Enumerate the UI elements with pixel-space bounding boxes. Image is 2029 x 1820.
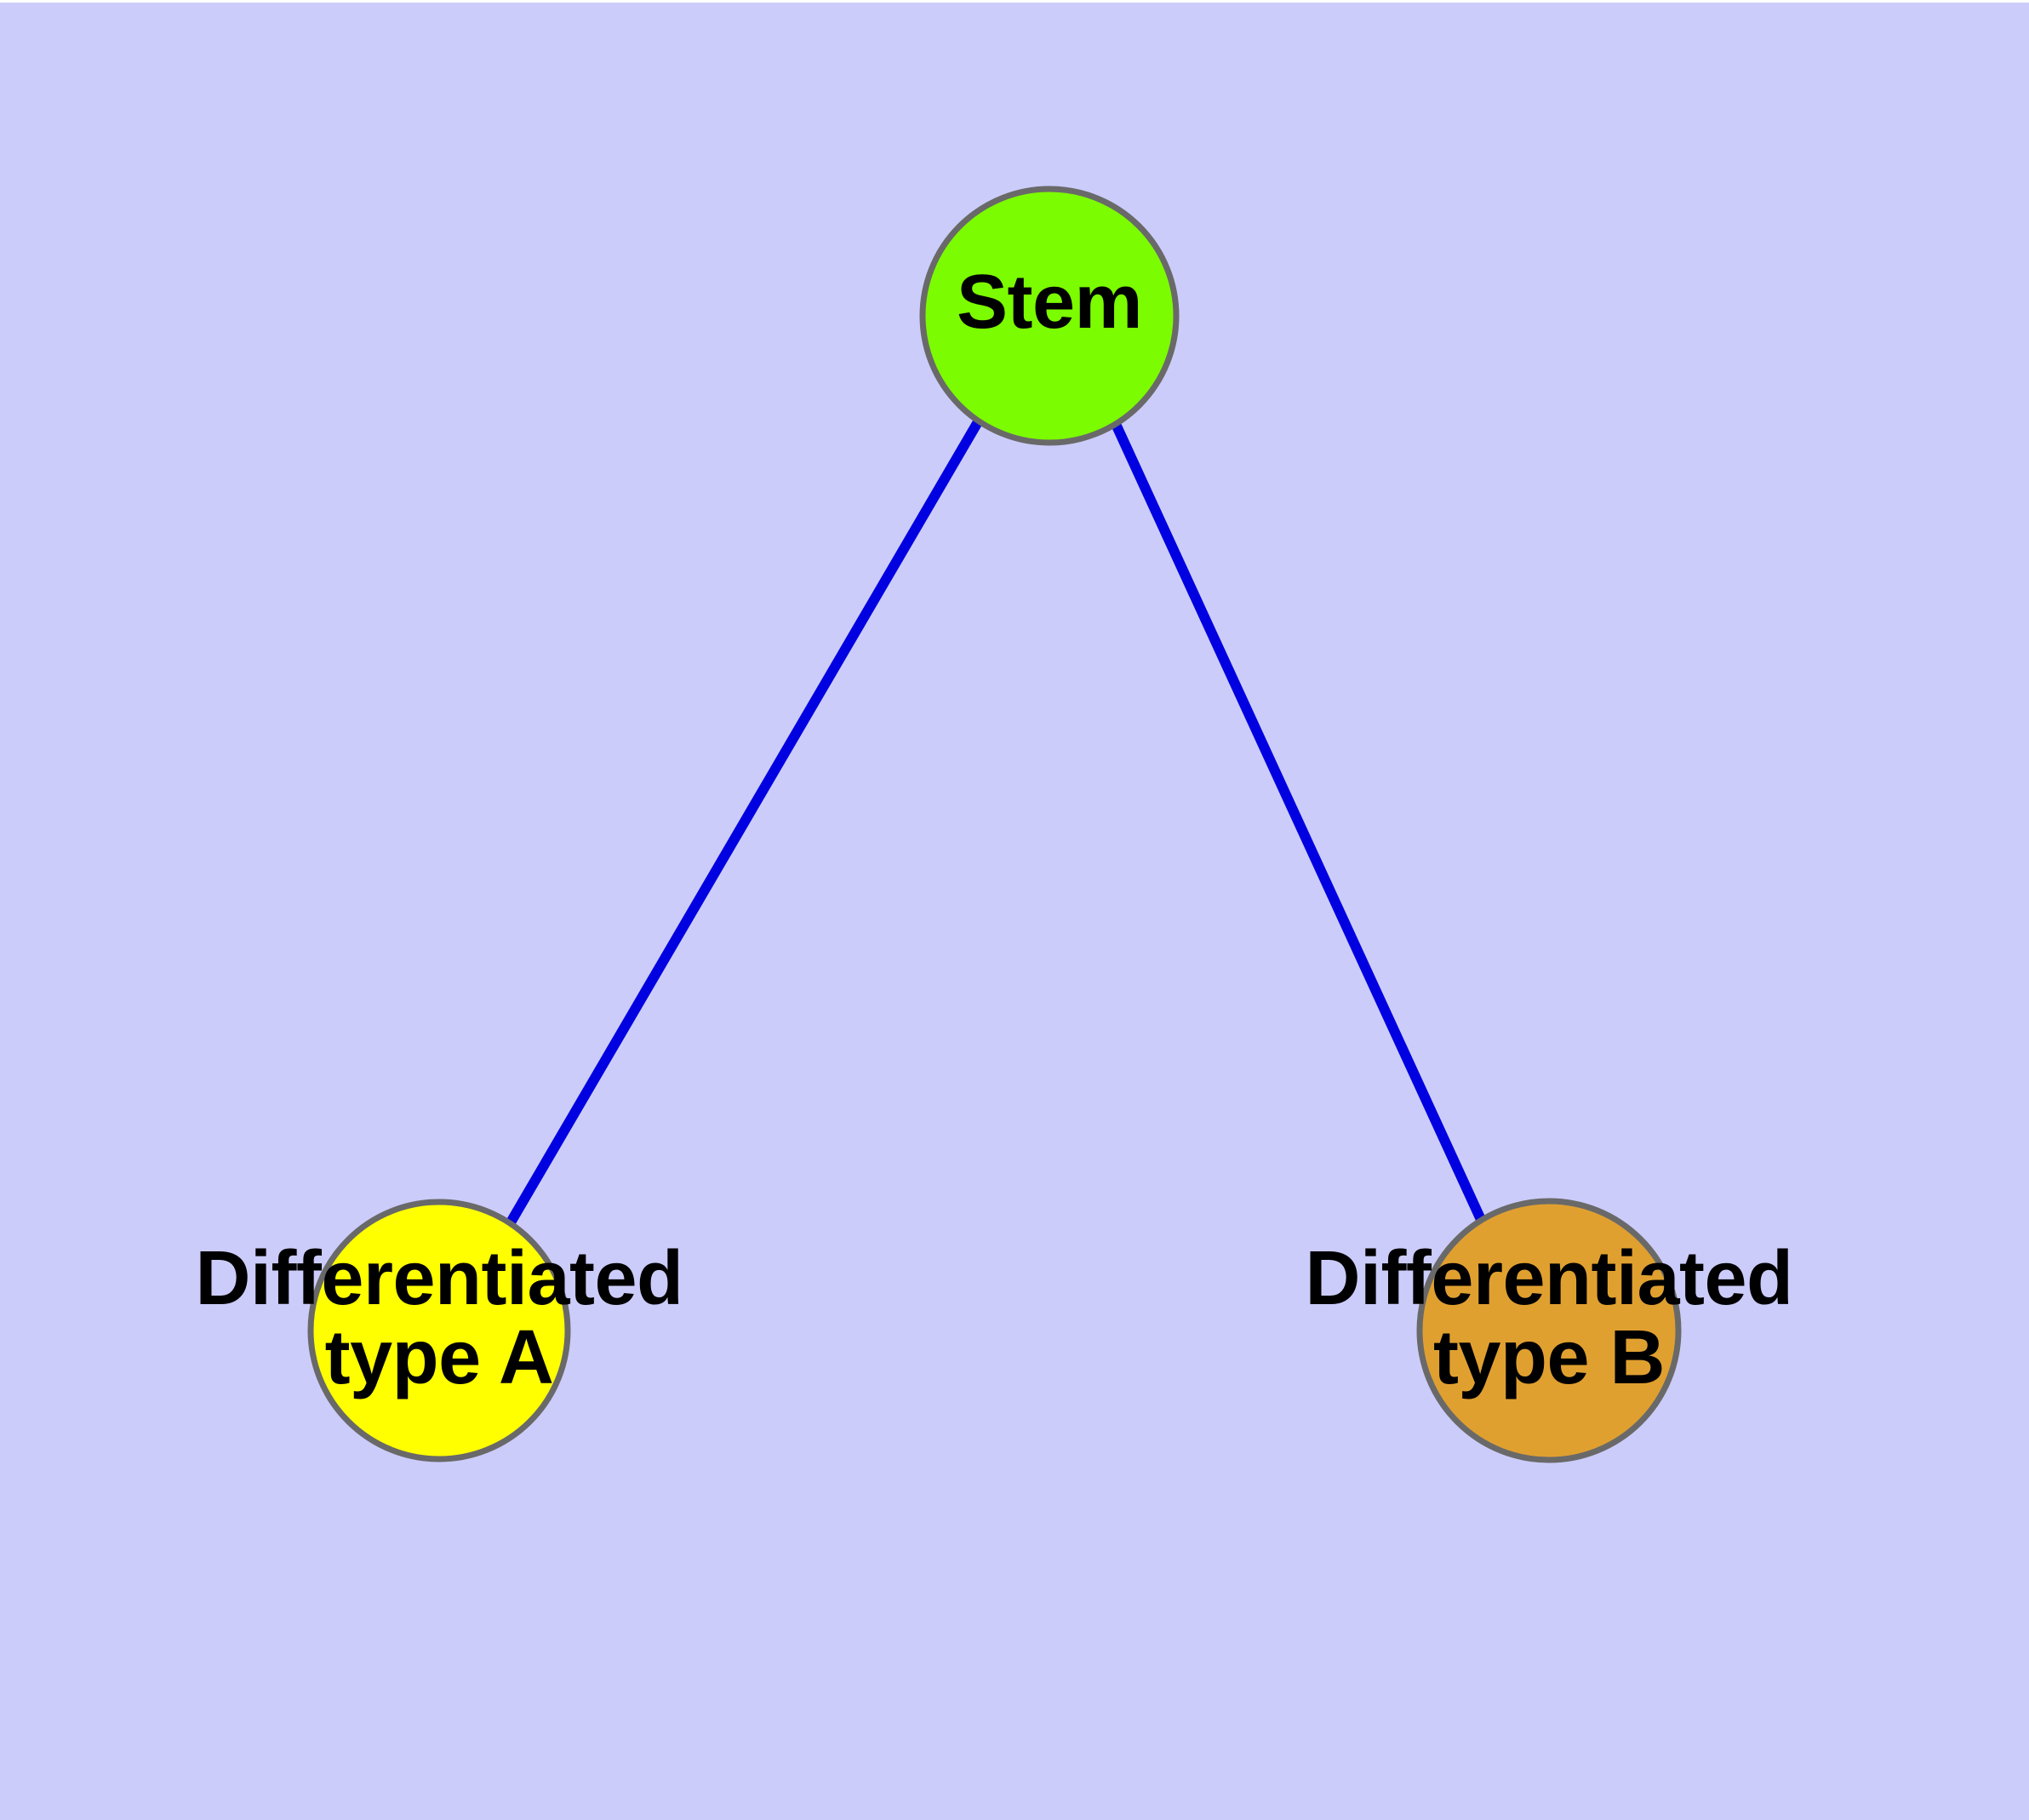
node-layer bbox=[307, 186, 1682, 1463]
node-diff-a-circle[interactable] bbox=[307, 1199, 571, 1462]
node-stem-circle[interactable] bbox=[919, 186, 1180, 446]
edge-stem-to-diff-b bbox=[1110, 420, 1488, 1226]
node-diff-b-circle[interactable] bbox=[1416, 1198, 1682, 1463]
edge-layer bbox=[506, 417, 1488, 1226]
edge-stem-to-diff-a bbox=[506, 417, 984, 1226]
